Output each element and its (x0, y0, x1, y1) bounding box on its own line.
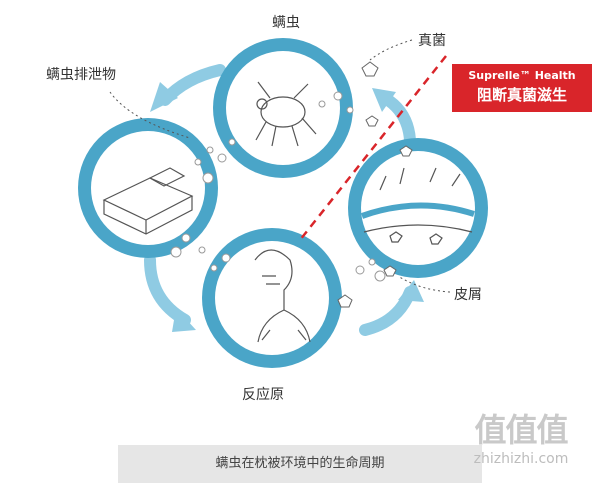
fungus-icon (383, 265, 397, 277)
label-mite-excreta: 螨虫排泄物 (46, 67, 116, 83)
human-respiratory-icon (254, 249, 311, 343)
circle-bed (78, 118, 218, 258)
circle-mite (213, 38, 353, 178)
cycle-arrows (144, 64, 424, 336)
label-reaction: 反应原 (242, 387, 284, 403)
mite-icon (255, 81, 317, 147)
fungus-icon (399, 145, 413, 157)
fungus-icon (361, 61, 379, 77)
leader-lines (109, 39, 451, 293)
particles (170, 91, 386, 282)
watermark-site: zhizhizhi.com (473, 451, 569, 467)
badge-text: 阻断真菌滋生 (476, 86, 567, 104)
fungus-icon (365, 115, 379, 127)
badge-brand: Suprelle™ Health (468, 69, 576, 82)
fungus-particles (337, 61, 413, 308)
label-fungus: 真菌 (418, 33, 446, 49)
caption-bar: 螨虫在枕被环境中的生命周期 (118, 445, 482, 483)
watermark-logo: 值值值 (474, 411, 568, 449)
label-dander: 皮屑 (454, 287, 482, 303)
arrow-head (398, 280, 424, 302)
arrow-head (150, 82, 178, 112)
arrow-head (172, 308, 196, 332)
bed-icon (102, 167, 194, 235)
suprelle-badge: Suprelle™ Health 阻断真菌滋生 (452, 64, 592, 112)
fungus-icon (337, 294, 353, 308)
arrow-head (372, 88, 396, 112)
arrow-icon (144, 254, 191, 326)
blocking-line (299, 55, 447, 241)
label-mite: 螨虫 (272, 15, 300, 31)
circle-skin (348, 138, 488, 278)
watermark: 值值值 zhizhizhi.com (452, 410, 590, 468)
circle-body (202, 228, 342, 368)
skin-layer-icon (360, 167, 475, 245)
